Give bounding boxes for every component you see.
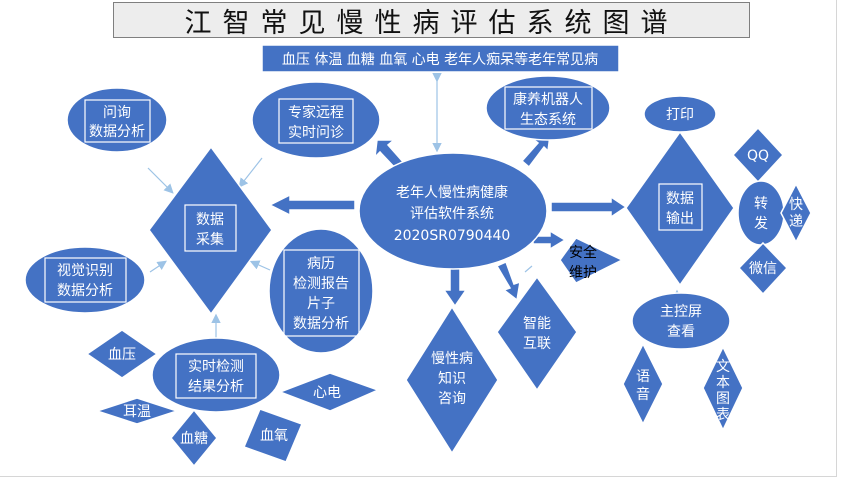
arrow-small — [524, 265, 533, 273]
arrow-center-to-chronic — [442, 267, 468, 308]
sensor-sugar: 血糖 — [170, 408, 218, 468]
collect-line2: 采集 — [196, 231, 224, 248]
voice-node: 语 音 — [622, 342, 664, 426]
chronic-knowledge-node: 慢性病 知识 咨询 — [405, 305, 499, 455]
arrow-inquiry-collect — [147, 167, 174, 194]
visual-line1: 视觉识别 — [57, 263, 113, 279]
inquiry-line2: 数据分析 — [89, 124, 145, 140]
wechat-label: 微信 — [749, 261, 777, 277]
express-line2: 递 — [789, 214, 803, 230]
sensor-ecg: 心电 — [277, 372, 381, 412]
express-line1: 快 — [789, 197, 803, 213]
sensor-bp-label: 血压 — [108, 347, 136, 363]
records-line3: 片子 — [307, 296, 335, 312]
forward-line1: 转 — [754, 196, 768, 212]
sensor-sugar-label: 血糖 — [180, 431, 208, 447]
remote-line1: 专家远程 — [288, 104, 344, 121]
sensor-ear: 耳温 — [94, 397, 180, 425]
realtime-detection-node: 实时检测 结果分析 — [151, 337, 281, 413]
inquiry-line1: 问询 — [103, 105, 131, 121]
textchart-line3: 图 — [716, 391, 730, 407]
records-node: 病历 检测报告 片子 数据分析 — [268, 228, 374, 354]
smart-line2: 互联 — [523, 336, 551, 352]
robot-ecosystem-node: 康养机器人 生态系统 — [485, 75, 611, 141]
forward-node: 转 发 — [737, 180, 785, 246]
qq-label: QQ — [747, 148, 769, 164]
arrow-visual-collect — [149, 260, 167, 273]
center-line2: 评估软件系统 — [410, 206, 494, 222]
output-line2: 输出 — [666, 211, 694, 227]
sensor-oxygen: 血氧 — [243, 408, 303, 463]
express-node: 快 递 — [780, 182, 812, 244]
arrow-center-to-collect — [268, 193, 356, 217]
robot-line1: 康养机器人 — [513, 91, 583, 108]
center-line3: 2020SR0790440 — [394, 228, 511, 244]
arrow-center-to-smart — [495, 260, 521, 302]
voice-line1: 语 — [636, 369, 650, 385]
arrow-center-to-security — [532, 229, 567, 251]
arrow-remote-collect — [238, 157, 263, 188]
remote-line2: 实时问诊 — [288, 125, 344, 141]
data-collection-node: 数据 采集 — [148, 145, 273, 316]
center-line1: 老年人慢性病健康 — [396, 184, 508, 201]
chronic-line2: 知识 — [438, 370, 466, 387]
security-line2: 维护 — [569, 265, 597, 281]
records-line2: 检测报告 — [293, 276, 349, 292]
visual-line2: 数据分析 — [57, 283, 113, 299]
output-line1: 数据 — [666, 191, 694, 207]
textchart-line2: 本 — [716, 375, 730, 391]
robot-line2: 生态系统 — [520, 112, 576, 128]
realtime-line2: 结果分析 — [188, 379, 244, 395]
screen-line2: 查看 — [667, 324, 695, 340]
center-system-node: 老年人慢性病健康 评估软件系统 2020SR0790440 — [358, 152, 548, 270]
screen-line1: 主控屏 — [660, 304, 702, 320]
print-node: 打印 — [643, 95, 717, 133]
realtime-line1: 实时检测 — [188, 359, 244, 375]
sensor-bp: 血压 — [85, 329, 159, 379]
arrow-records-collect — [249, 260, 271, 271]
textchart-line1: 文 — [716, 359, 730, 375]
thin-connectors — [147, 72, 682, 344]
top-banner-text: 血压 体温 血糖 血氧 心电 老年人痴呆等老年常见病 — [282, 51, 598, 68]
voice-line2: 音 — [636, 386, 650, 403]
smart-interconnect-node: 智能 互联 — [496, 275, 578, 392]
inquiry-node: 问询 数据分析 — [66, 87, 168, 153]
smart-line1: 智能 — [523, 316, 551, 332]
thick-arrows — [268, 134, 628, 308]
qq-node: QQ — [731, 126, 785, 184]
security-line1: 安全 — [569, 244, 597, 261]
textchart-line4: 表 — [716, 407, 730, 423]
data-output-node: 数据 输出 — [625, 130, 735, 287]
right-border-line — [836, 0, 837, 476]
remote-diagnosis-node: 专家远程 实时问诊 — [251, 81, 381, 159]
diagram-title: 江智常见慢性病评估系统图谱 — [113, 2, 750, 39]
top-banner: 血压 体温 血糖 血氧 心电 老年人痴呆等老年常见病 — [261, 44, 620, 73]
print-label: 打印 — [666, 106, 694, 123]
sensor-oxygen-label: 血氧 — [260, 428, 288, 444]
sensor-ear-label: 耳温 — [123, 404, 151, 420]
security-node: 安全 维护 — [559, 237, 624, 284]
main-screen-node: 主控屏 查看 — [631, 292, 731, 350]
wechat-node: 微信 — [737, 241, 789, 296]
records-line1: 病历 — [307, 256, 335, 272]
forward-line2: 发 — [754, 216, 768, 232]
collect-line1: 数据 — [196, 212, 224, 228]
chronic-line1: 慢性病 — [431, 350, 473, 367]
arrow-center-to-output — [550, 195, 628, 219]
text-chart-node: 文 本 图 表 — [702, 345, 744, 432]
chronic-line3: 咨询 — [438, 391, 466, 407]
sensor-ecg-label: 心电 — [313, 385, 341, 401]
bottom-border-line — [0, 476, 837, 477]
visual-recognition-node: 视觉识别 数据分析 — [24, 246, 146, 314]
records-line4: 数据分析 — [293, 316, 349, 332]
